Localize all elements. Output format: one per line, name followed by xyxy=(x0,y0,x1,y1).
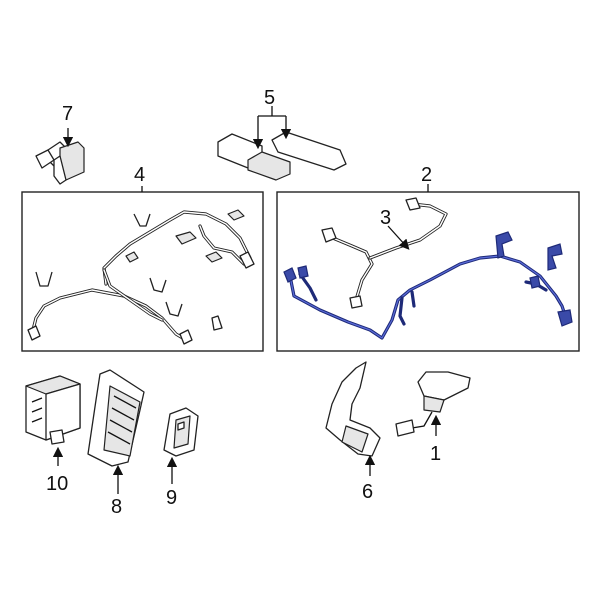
callout-10: 10 xyxy=(46,473,68,495)
callout-4: 4 xyxy=(134,164,145,186)
part-1-antenna xyxy=(395,371,471,437)
harness-3 xyxy=(321,197,448,309)
callout-5: 5 xyxy=(264,87,275,109)
part-7-connector xyxy=(35,128,85,185)
callout-7: 7 xyxy=(62,103,73,125)
part-5-module xyxy=(217,106,347,181)
callout-3: 3 xyxy=(380,207,391,229)
callout-1: 1 xyxy=(430,443,441,465)
part-8-cover xyxy=(87,369,145,494)
callout-6: 6 xyxy=(362,481,373,503)
part-9-module xyxy=(163,407,199,484)
callout-9: 9 xyxy=(166,487,177,509)
callout-8: 8 xyxy=(111,496,122,518)
harness-2 xyxy=(283,231,573,340)
part-10-module xyxy=(25,375,81,466)
harness-4 xyxy=(27,209,255,345)
callout-2: 2 xyxy=(421,164,432,186)
part-6-bracket xyxy=(325,361,381,476)
